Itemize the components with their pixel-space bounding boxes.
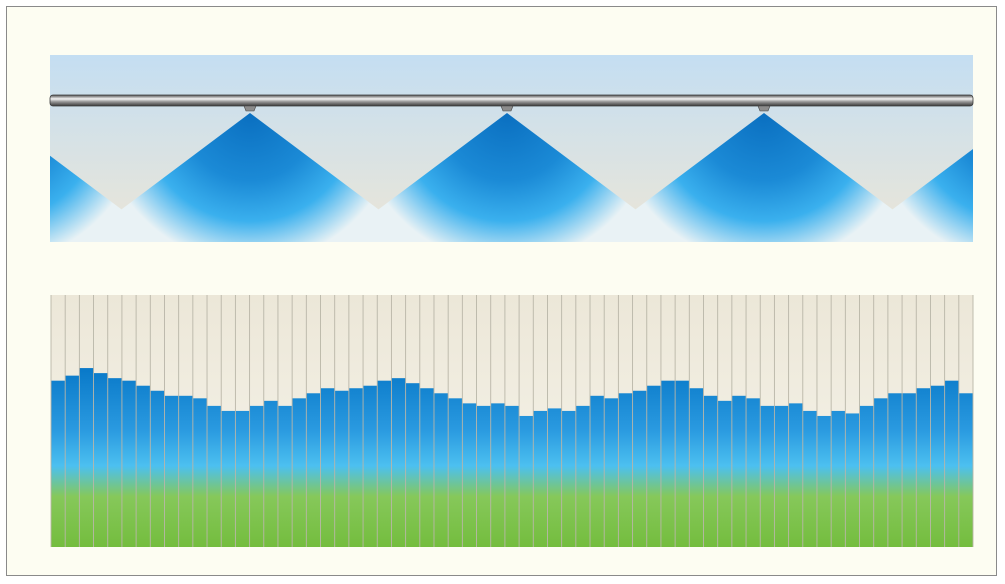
collector-water-level (433, 393, 449, 547)
collector-water-level (391, 378, 406, 547)
spray-cone (592, 113, 936, 242)
diagram-frame (6, 6, 997, 576)
collector-water-level (902, 393, 917, 547)
spray-cone (849, 149, 973, 242)
collector-water-level (831, 410, 846, 547)
collector-water-level (746, 398, 761, 547)
collector-water-level (277, 405, 293, 547)
collector-water-level (164, 395, 179, 547)
collector-water-level (731, 395, 747, 547)
collector-water-level (334, 390, 349, 547)
collector-water-level (320, 388, 335, 547)
collector-water-level (930, 385, 945, 547)
collector-water-level (845, 413, 860, 547)
collector-water-level (79, 368, 94, 547)
spray-pattern-panel (49, 55, 974, 547)
spray-boom (49, 94, 974, 107)
collector-water-level (235, 410, 250, 547)
collector-water-level (51, 380, 66, 547)
collector-water-level (660, 380, 676, 547)
collector-water-level (462, 403, 477, 547)
collector-water-level (292, 398, 307, 547)
collector-water-level (604, 398, 619, 547)
collector-water-level (519, 415, 534, 547)
collector-water-level (405, 383, 420, 547)
collector-water-level (121, 380, 137, 547)
collector-water-level (504, 405, 520, 547)
collector-water-level (916, 388, 931, 547)
collector-water-level (65, 375, 80, 547)
collector-water-level (306, 393, 321, 547)
collector-water-level (249, 405, 264, 547)
collector-water-level (363, 385, 378, 547)
collector-water-level (760, 405, 775, 547)
spray-cones (50, 113, 973, 242)
collector-water-level (348, 388, 364, 547)
nozzle-icon (757, 105, 771, 112)
collector-water-level (944, 380, 959, 547)
collector-water-level (887, 393, 903, 547)
collector-water-level (107, 378, 122, 547)
collector-water-level (774, 405, 789, 547)
collector-water-level (263, 400, 278, 547)
collector-water-level (632, 390, 647, 547)
collector-water-level (859, 405, 874, 547)
collector-water-level (377, 380, 392, 547)
spray-cone (335, 113, 679, 242)
boom-pipe (49, 94, 974, 107)
collector-water-level (561, 410, 576, 547)
collector-water-level (958, 393, 973, 547)
collector-water-level (717, 400, 732, 547)
collector-water-level (207, 405, 222, 547)
nozzle-icon (243, 105, 257, 112)
collector-water-level (419, 388, 434, 547)
collector-water-level (675, 380, 690, 547)
collector-water-level (221, 410, 236, 547)
collector-water-level (646, 385, 661, 547)
collector-water-level (178, 395, 193, 547)
collector-water-level (476, 405, 491, 547)
collector-water-level (533, 410, 548, 547)
collector-water-level (448, 398, 463, 547)
spray-section (49, 55, 974, 242)
collector-water-level (575, 405, 591, 547)
collector-water-level (802, 410, 817, 547)
collector-water-level (93, 373, 108, 547)
collector-water-level (816, 415, 832, 547)
collector-water-level (873, 398, 888, 547)
collector-water-level (547, 408, 562, 547)
nozzle-icon (500, 105, 514, 112)
nozzles (243, 105, 771, 112)
collector-water-level (703, 395, 718, 547)
collector-section (50, 295, 974, 547)
collector-water-level (192, 398, 208, 547)
collector-water-level (590, 395, 605, 547)
collector-water-level (788, 403, 803, 547)
collector-water-level (618, 393, 633, 547)
collector-water-level (689, 388, 704, 547)
collector-water-level (490, 403, 505, 547)
collector-water-level (136, 385, 151, 547)
collector-water-level (150, 390, 165, 547)
spray-cone (78, 113, 422, 242)
